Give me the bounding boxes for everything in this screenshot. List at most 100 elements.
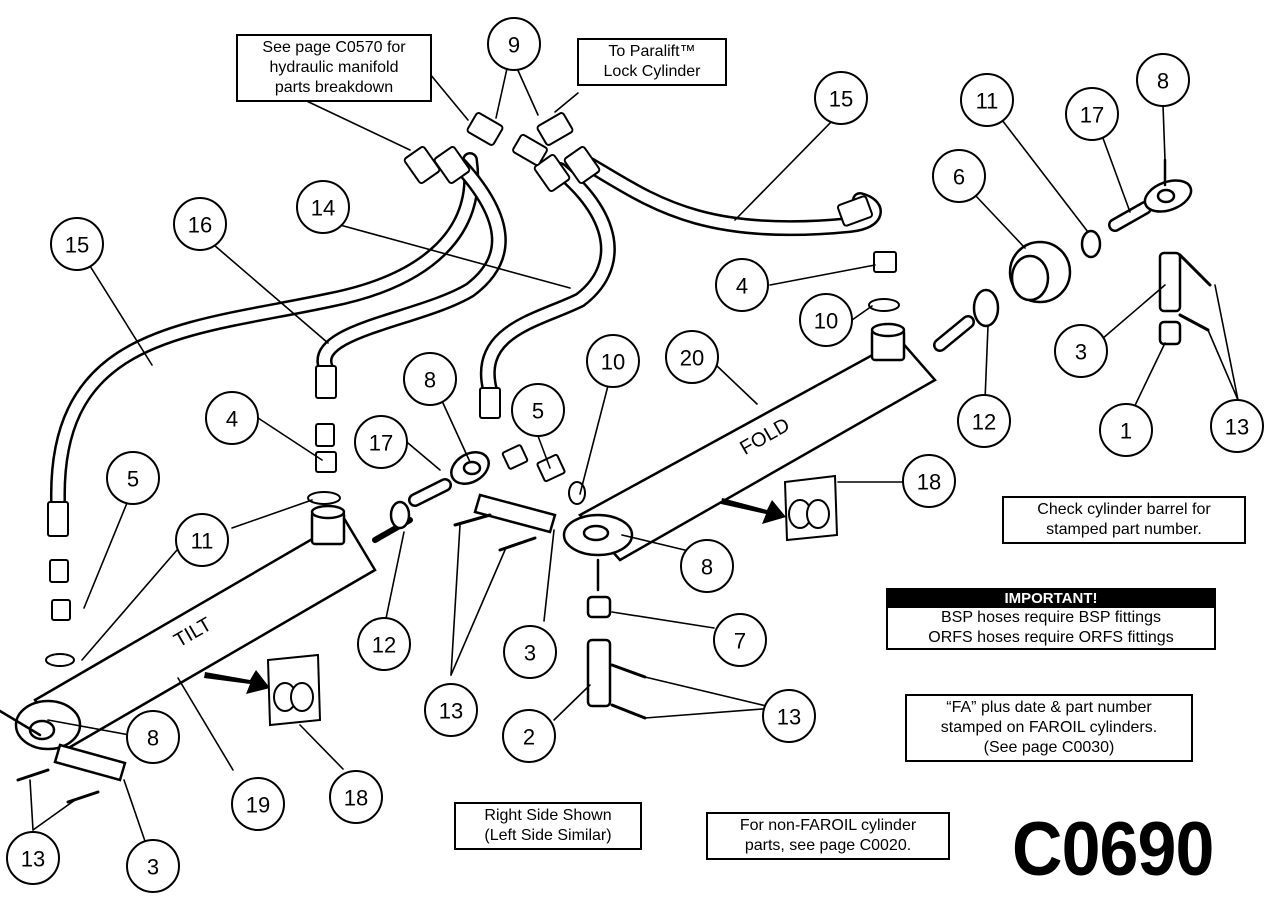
- callout-3: 3: [1054, 324, 1108, 378]
- svg-text:7: 7: [734, 629, 746, 654]
- svg-text:11: 11: [976, 89, 999, 114]
- svg-text:16: 16: [188, 213, 212, 238]
- callout-5: 5: [511, 383, 565, 437]
- callout-2: 2: [502, 709, 556, 763]
- callout-13: 13: [424, 683, 478, 737]
- callout-16: 16: [173, 197, 227, 251]
- cotter-pins: [16, 253, 1212, 804]
- important-line: BSP hoses require BSP fittings: [941, 609, 1161, 626]
- svg-text:13: 13: [777, 705, 801, 730]
- svg-text:4: 4: [226, 407, 238, 432]
- svg-text:1: 1: [1120, 419, 1132, 444]
- svg-text:15: 15: [65, 233, 89, 258]
- svg-text:8: 8: [147, 726, 159, 751]
- callout-13: 13: [1210, 399, 1264, 453]
- note-non-faroil: For non-FAROIL cylinder parts, see page …: [706, 812, 950, 860]
- callout-3: 3: [126, 839, 180, 893]
- callout-18: 18: [329, 770, 383, 824]
- callout-12: 12: [957, 394, 1011, 448]
- hose-16: [316, 157, 507, 376]
- hose-14: [479, 162, 616, 398]
- callout-17: 17: [354, 415, 408, 469]
- fold-cylinder: [562, 315, 975, 562]
- svg-text:11: 11: [191, 529, 214, 554]
- note-faroil: “FA” plus date & part number stamped on …: [905, 694, 1193, 762]
- svg-text:10: 10: [601, 350, 625, 375]
- callout-4: 4: [715, 258, 769, 312]
- svg-text:13: 13: [21, 847, 45, 872]
- adapters-washers: [45, 251, 900, 667]
- leader-lines: [29, 63, 1239, 848]
- callout-7: 7: [713, 613, 767, 667]
- callout-17: 17: [1065, 87, 1119, 141]
- fold-rod-parts: [972, 158, 1193, 328]
- arrow-fold-kit: [721, 498, 786, 524]
- svg-text:13: 13: [1225, 415, 1249, 440]
- callout-9: 9: [487, 17, 541, 71]
- svg-text:10: 10: [814, 309, 838, 334]
- svg-text:14: 14: [311, 196, 335, 221]
- page-code: C0690: [1012, 807, 1214, 892]
- svg-text:5: 5: [532, 399, 544, 424]
- callout-12: 12: [357, 617, 411, 671]
- svg-text:8: 8: [424, 368, 436, 393]
- callout-10: 10: [586, 334, 640, 388]
- note-manifold: See page C0570 for hydraulic manifold pa…: [236, 34, 432, 102]
- callout-6: 6: [932, 149, 986, 203]
- pins: [53, 251, 1182, 782]
- svg-text:4: 4: [736, 274, 748, 299]
- note-side-shown: Right Side Shown (Left Side Similar): [454, 802, 642, 850]
- svg-text:8: 8: [1157, 69, 1169, 94]
- svg-text:3: 3: [524, 641, 536, 666]
- callout-8: 8: [1136, 53, 1190, 107]
- svg-text:2: 2: [523, 725, 535, 750]
- tilt-cylinder: [0, 504, 413, 752]
- important-notice: IMPORTANT! BSP hoses require BSP fitting…: [886, 588, 1216, 650]
- svg-text:3: 3: [147, 855, 159, 880]
- callout-15: 15: [50, 217, 104, 271]
- svg-text:13: 13: [439, 699, 463, 724]
- important-header: IMPORTANT!: [888, 590, 1214, 608]
- seal-kits: [266, 474, 839, 727]
- callout-20: 20: [665, 330, 719, 384]
- hose-15-right: [582, 157, 882, 237]
- callout-13: 13: [6, 831, 60, 885]
- callout-10: 10: [799, 293, 853, 347]
- important-line: ORFS hoses require ORFS fittings: [928, 629, 1174, 646]
- svg-text:12: 12: [372, 633, 396, 658]
- callout-11: 11: [175, 513, 229, 567]
- hose-15-left: [49, 152, 480, 508]
- arrow-tilt-kit: [204, 670, 270, 694]
- callout-15: 15: [814, 71, 868, 125]
- callout-13: 13: [762, 689, 816, 743]
- callout-1: 1: [1099, 403, 1153, 457]
- note-barrel-check: Check cylinder barrel for stamped part n…: [1002, 496, 1246, 544]
- svg-text:5: 5: [127, 467, 139, 492]
- callout-3: 3: [503, 625, 557, 679]
- callout-18: 18: [902, 454, 956, 508]
- svg-text:19: 19: [246, 793, 270, 818]
- note-paralift: To Paralift™ Lock Cylinder: [577, 38, 727, 86]
- callout-11: 11: [960, 73, 1014, 127]
- callout-4: 4: [205, 391, 259, 445]
- svg-text:18: 18: [917, 470, 941, 495]
- hose-fittings: [47, 112, 874, 583]
- svg-text:17: 17: [1080, 103, 1104, 128]
- svg-text:8: 8: [701, 555, 713, 580]
- tilt-rod: [389, 451, 490, 530]
- callout-5: 5: [106, 451, 160, 505]
- svg-text:3: 3: [1075, 340, 1087, 365]
- svg-text:9: 9: [508, 33, 520, 58]
- callout-8: 8: [126, 710, 180, 764]
- svg-text:6: 6: [953, 165, 965, 190]
- svg-text:18: 18: [344, 786, 368, 811]
- callout-8: 8: [680, 539, 734, 593]
- svg-text:17: 17: [369, 431, 393, 456]
- svg-text:12: 12: [972, 410, 996, 435]
- callout-8: 8: [403, 352, 457, 406]
- svg-text:15: 15: [829, 87, 853, 112]
- svg-text:20: 20: [680, 346, 704, 371]
- callout-19: 19: [231, 777, 285, 831]
- callout-14: 14: [296, 180, 350, 234]
